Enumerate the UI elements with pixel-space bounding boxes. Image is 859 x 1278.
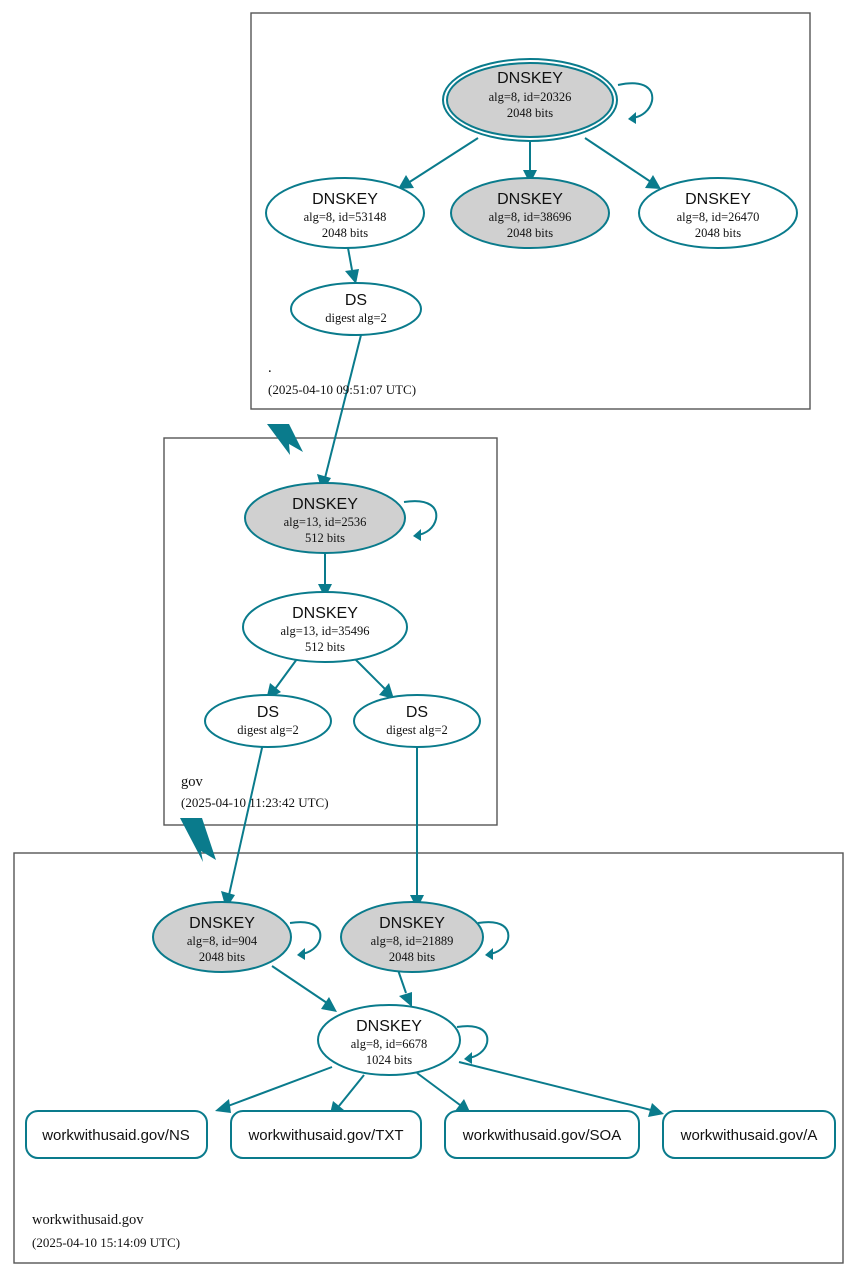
zone-timestamp-workwithusaid: (2025-04-10 15:14:09 UTC): [32, 1235, 180, 1250]
node-detail-size: 2048 bits: [507, 226, 553, 240]
node-detail-digest: digest alg=2: [237, 723, 299, 737]
node-title: DNSKEY: [292, 605, 358, 622]
node-gov-ds-left[interactable]: DS digest alg=2: [204, 694, 332, 748]
node-root-ksk-20326[interactable]: DNSKEY alg=8, id=20326 2048 bits: [442, 58, 618, 142]
edge-zone-zsk6678-self-sign: [456, 1025, 489, 1064]
rrset-node-ns[interactable]: workwithusaid.gov/NS: [25, 1110, 208, 1159]
node-detail-alg: alg=8, id=6678: [351, 1037, 428, 1051]
node-detail-alg: alg=8, id=53148: [304, 210, 387, 224]
node-detail-alg: alg=8, id=904: [187, 934, 258, 948]
node-detail-size: 2048 bits: [389, 950, 435, 964]
rrset-node-txt[interactable]: workwithusaid.gov/TXT: [230, 1110, 422, 1159]
rrset-label: workwithusaid.gov/SOA: [462, 1127, 621, 1144]
edge-zone-ksk904-to-zsk6678: [271, 965, 337, 1012]
edge-gov-ksk-self-sign: [403, 500, 438, 541]
node-zone-zsk-6678[interactable]: DNSKEY alg=8, id=6678 1024 bits: [317, 1004, 461, 1076]
rrset-label: workwithusaid.gov/TXT: [247, 1127, 403, 1144]
zone-delegation-arrow-root-to-gov: [267, 424, 303, 455]
node-gov-zsk-35496[interactable]: DNSKEY alg=13, id=35496 512 bits: [242, 591, 408, 663]
node-detail-size: 512 bits: [305, 531, 345, 545]
rrset-label: workwithusaid.gov/NS: [41, 1127, 190, 1144]
edge-zone-zsk6678-to-rrset-ns: [215, 1066, 333, 1113]
node-zone-ksk-904[interactable]: DNSKEY alg=8, id=904 2048 bits: [152, 901, 292, 973]
node-detail-size: 2048 bits: [322, 226, 368, 240]
edge-root-zsk53148-to-ds: [345, 247, 359, 284]
edge-zone-ksk904-self-sign: [289, 921, 322, 960]
node-root-zsk-38696[interactable]: DNSKEY alg=8, id=38696 2048 bits: [450, 177, 610, 249]
node-detail-alg: alg=8, id=20326: [489, 90, 572, 104]
node-detail-digest: digest alg=2: [386, 723, 448, 737]
edge-gov-zsk35496-to-ds-left: [266, 658, 298, 700]
zone-label-workwithusaid: workwithusaid.gov: [32, 1212, 144, 1228]
edge-zone-zsk6678-to-rrset-soa: [416, 1072, 471, 1114]
node-title: DS: [257, 704, 279, 721]
zone-label-root: .: [268, 360, 272, 376]
node-title: DNSKEY: [189, 915, 255, 932]
node-title: DNSKEY: [685, 191, 751, 208]
rrset-node-soa[interactable]: workwithusaid.gov/SOA: [444, 1110, 640, 1159]
node-root-ds[interactable]: DS digest alg=2: [290, 282, 422, 336]
node-detail-alg: alg=13, id=2536: [284, 515, 367, 529]
node-title: DNSKEY: [356, 1018, 422, 1035]
node-detail-alg: alg=8, id=26470: [677, 210, 760, 224]
node-root-zsk-53148[interactable]: DNSKEY alg=8, id=53148 2048 bits: [265, 177, 425, 249]
zone-timestamp-gov: (2025-04-10 11:23:42 UTC): [181, 795, 329, 810]
rrset-node-a[interactable]: workwithusaid.gov/A: [662, 1110, 836, 1159]
node-title: DNSKEY: [497, 70, 563, 87]
node-gov-ksk-2536[interactable]: DNSKEY alg=13, id=2536 512 bits: [244, 482, 406, 554]
node-title: DNSKEY: [292, 496, 358, 513]
edge-root-ds-to-gov-ksk: [317, 334, 362, 492]
edge-root-ksk-to-zsk26470: [584, 137, 661, 189]
edge-zone-ksk21889-self-sign: [477, 921, 510, 960]
node-title: DNSKEY: [497, 191, 563, 208]
node-title: DNSKEY: [379, 915, 445, 932]
edge-gov-ds-left-to-zone-ksk904: [221, 738, 265, 909]
node-title: DS: [345, 292, 367, 309]
edge-zone-ksk21889-to-zsk6678: [397, 969, 412, 1007]
node-detail-alg: alg=13, id=35496: [280, 624, 369, 638]
rrset-label: workwithusaid.gov/A: [680, 1127, 818, 1144]
node-zone-ksk-21889[interactable]: DNSKEY alg=8, id=21889 2048 bits: [340, 901, 484, 973]
edge-root-ksk-self-sign: [617, 82, 654, 124]
node-gov-ds-right[interactable]: DS digest alg=2: [353, 694, 481, 748]
node-detail-size: 2048 bits: [199, 950, 245, 964]
edge-gov-zsk35496-to-ds-right: [354, 658, 394, 699]
zone-box-root: [250, 12, 811, 410]
node-detail-alg: alg=8, id=21889: [371, 934, 454, 948]
zone-label-gov: gov: [181, 774, 204, 790]
node-title: DNSKEY: [312, 191, 378, 208]
node-detail-digest: digest alg=2: [325, 311, 387, 325]
node-title: DS: [406, 704, 428, 721]
zone-delegation-arrow-gov-to-zone: [180, 818, 216, 862]
zone-timestamp-root: (2025-04-10 09:51:07 UTC): [268, 382, 416, 397]
node-detail-size: 1024 bits: [366, 1053, 412, 1067]
node-detail-size: 2048 bits: [695, 226, 741, 240]
node-detail-size: 2048 bits: [507, 106, 553, 120]
zone-box-workwithusaid: [13, 852, 844, 1264]
node-root-zsk-26470[interactable]: DNSKEY alg=8, id=26470 2048 bits: [638, 177, 798, 249]
node-detail-alg: alg=8, id=38696: [489, 210, 572, 224]
zone-box-gov: [163, 437, 498, 826]
node-detail-size: 512 bits: [305, 640, 345, 654]
edge-gov-ds-right-to-zone-ksk21889: [410, 739, 424, 909]
edge-root-ksk-to-zsk53148: [398, 137, 479, 189]
edge-zone-zsk6678-to-rrset-a: [458, 1061, 664, 1117]
